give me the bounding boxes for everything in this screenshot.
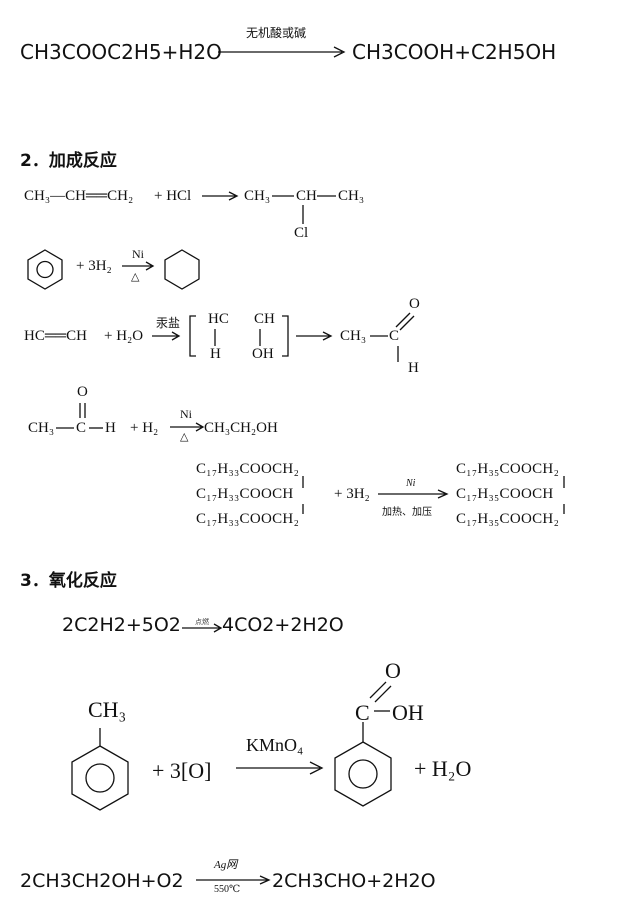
acetaldehyde-c: C — [389, 328, 400, 344]
oxygen-reagent: + 3[O] — [152, 758, 212, 783]
hcl-reagent: + HCl — [154, 188, 192, 204]
oil-hydrogenation-condition: 加热、加压 — [382, 507, 432, 518]
c-o-double-bond — [395, 312, 411, 328]
water-reagent: + H₂O — [104, 328, 144, 344]
vinyl-alcohol-h: H — [210, 346, 221, 362]
ester-hydrolysis-condition: 无机酸或碱 — [246, 26, 307, 40]
section-title: 氧化反应 — [48, 571, 117, 591]
reaction-arrow — [196, 875, 271, 885]
combustion-condition: 点燃 — [195, 618, 209, 626]
reaction-arrow — [122, 261, 155, 271]
toluene-methyl: CH₃ — [88, 697, 127, 722]
tristearin-line-2: C₁₇H₃₅COOCH — [456, 486, 554, 502]
vinyl-alcohol-hc: HC — [208, 311, 229, 327]
reaction-arrow — [202, 191, 239, 201]
acetaldehyde-o: O — [409, 296, 420, 312]
mercury-salt-catalyst: 汞盐 — [156, 316, 181, 330]
ethanol-oxidation-temperature: 550℃ — [214, 884, 241, 895]
vinyl-alcohol-oh: OH — [252, 346, 274, 362]
tristearin-line-1: C₁₇H₃₅COOCH₂ — [456, 461, 560, 477]
chloropropane-ch3-right: CH₃ — [338, 188, 365, 204]
cyclohexane-ring — [164, 249, 200, 290]
benzoic-acid-o: O — [385, 658, 401, 683]
kmno4-reagent: KMnO₄ — [246, 735, 304, 755]
section-title: 加成反应 — [48, 151, 117, 171]
acetaldehyde-r-ch3: CH₃ — [28, 420, 55, 436]
ester-hydrolysis-right: CH3COOH+C2H5OH — [352, 40, 557, 64]
acetaldehyde-h2-catalyst: Ni — [180, 407, 192, 421]
benzene-ring — [71, 745, 129, 811]
aromatic-circle — [85, 763, 115, 793]
ethanol-product: CH₃CH₂OH — [204, 420, 278, 436]
reaction-arrow — [296, 331, 333, 341]
triolein-line-2: C₁₇H₃₃COOCH — [196, 486, 294, 502]
reaction-arrow — [236, 761, 324, 775]
aromatic-circle — [36, 260, 54, 279]
ester-hydrolysis-left: CH3COOC2H5+H2O — [20, 40, 222, 64]
reaction-arrow — [182, 623, 223, 633]
aromatic-circle — [348, 759, 378, 789]
benzoic-acid-oh: OH — [392, 700, 424, 725]
reaction-arrow — [152, 331, 181, 341]
benzene-h2-reagent: + 3H₂ — [76, 258, 112, 274]
acetaldehyde-ch3: CH₃ — [340, 328, 367, 344]
acetaldehyde-r-h: H — [105, 420, 116, 436]
chloropropane-ch: CH — [296, 188, 317, 204]
benzene-h2-heat: △ — [131, 271, 140, 283]
benzene-h2-catalyst: Ni — [132, 247, 144, 261]
acetaldehyde-r-o: O — [77, 384, 88, 400]
oil-hydrogenation-catalyst: Ni — [406, 478, 416, 489]
combustion-left: 2C2H2+5O2 — [62, 614, 181, 636]
benzene-ring — [27, 249, 63, 290]
benzoic-acid-c: C — [355, 700, 370, 725]
chloropropane-ch3-left: CH₃ — [244, 188, 271, 204]
hydrogen-reagent: + H₂ — [130, 420, 159, 436]
section-heading-oxidation: 3．氧化反应 — [20, 566, 117, 591]
c-o-double-bond — [399, 315, 415, 331]
left-bracket — [189, 315, 196, 357]
right-bracket — [282, 315, 289, 357]
reaction-arrow — [378, 489, 449, 499]
propene-formula: CH₃—CH══CH₂ — [24, 188, 134, 204]
reaction-arrow — [218, 46, 346, 58]
vinyl-alcohol-ch: CH — [254, 311, 275, 327]
c-o-double-bond — [374, 685, 392, 703]
tristearin-line-3: C₁₇H₃₅COOCH₂ — [456, 511, 560, 527]
acetaldehyde-h2-heat: △ — [180, 431, 189, 443]
triolein-line-1: C₁₇H₃₃COOCH₂ — [196, 461, 300, 477]
ethanol-oxidation-left: 2CH3CH2OH+O2 — [20, 870, 184, 892]
section-number: 2． — [20, 151, 49, 171]
chloropropane-cl: Cl — [294, 225, 309, 241]
section-number: 3． — [20, 571, 49, 591]
benzene-ring — [334, 741, 392, 807]
oil-hydrogen-reagent: + 3H₂ — [334, 486, 370, 502]
acetylene-formula: HC══CH — [24, 328, 87, 344]
reaction-arrow — [170, 422, 205, 432]
acetaldehyde-h: H — [408, 360, 419, 376]
c-o-double-bond — [369, 681, 387, 699]
ethanol-oxidation-right: 2CH3CHO+2H2O — [272, 870, 436, 892]
combustion-right: 4CO2+2H2O — [222, 614, 344, 636]
triolein-line-3: C₁₇H₃₃COOCH₂ — [196, 511, 300, 527]
ethanol-oxidation-catalyst: Ag网 — [214, 859, 238, 871]
section-heading-addition: 2．加成反应 — [20, 146, 117, 171]
water-product: + H₂O — [414, 756, 472, 781]
acetaldehyde-r-c: C — [76, 420, 87, 436]
